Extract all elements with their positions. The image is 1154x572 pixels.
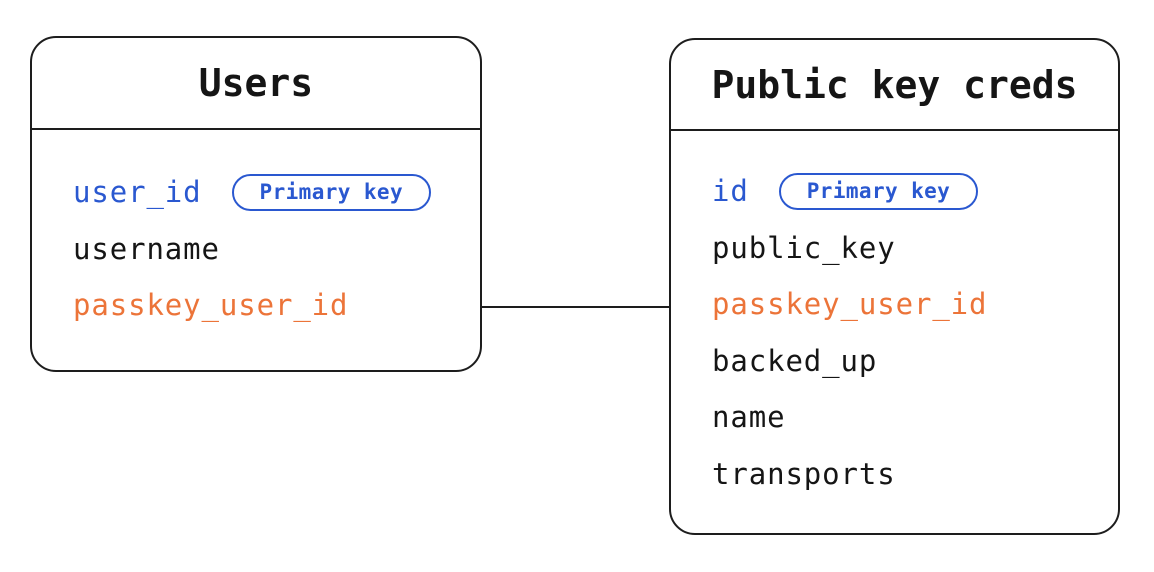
field-name: transports [712, 456, 896, 491]
table-fields-users: user_id Primary key username passkey_use… [32, 130, 480, 334]
field-name: name [712, 400, 786, 435]
field-name: public_key [712, 230, 896, 265]
field-row-passkey-user-id: passkey_user_id [32, 277, 480, 334]
field-row-name: name [671, 389, 1118, 446]
field-name: passkey_user_id [712, 287, 988, 322]
field-name: backed_up [712, 343, 878, 378]
field-name: passkey_user_id [73, 288, 349, 323]
primary-key-badge: Primary key [231, 173, 432, 211]
field-row-backed-up: backed_up [671, 333, 1118, 390]
primary-key-badge: Primary key [778, 172, 979, 210]
table-node-public-key-creds: Public key creds id Primary key public_k… [669, 38, 1120, 535]
field-name: id [712, 174, 749, 209]
field-row-transports: transports [671, 446, 1118, 503]
field-row-public-key: public_key [671, 220, 1118, 277]
table-title-users: Users [32, 38, 480, 130]
field-row-id: id Primary key [671, 163, 1118, 220]
table-fields-public-key-creds: id Primary key public_key passkey_user_i… [671, 131, 1118, 502]
field-name: user_id [73, 175, 202, 210]
table-node-users: Users user_id Primary key username passk… [30, 36, 482, 372]
field-row-passkey-user-id: passkey_user_id [671, 276, 1118, 333]
table-title-public-key-creds: Public key creds [671, 40, 1118, 131]
relationship-connector-line [482, 306, 669, 308]
field-name: username [73, 231, 220, 266]
field-row-username: username [32, 221, 480, 278]
field-row-user-id: user_id Primary key [32, 164, 480, 221]
